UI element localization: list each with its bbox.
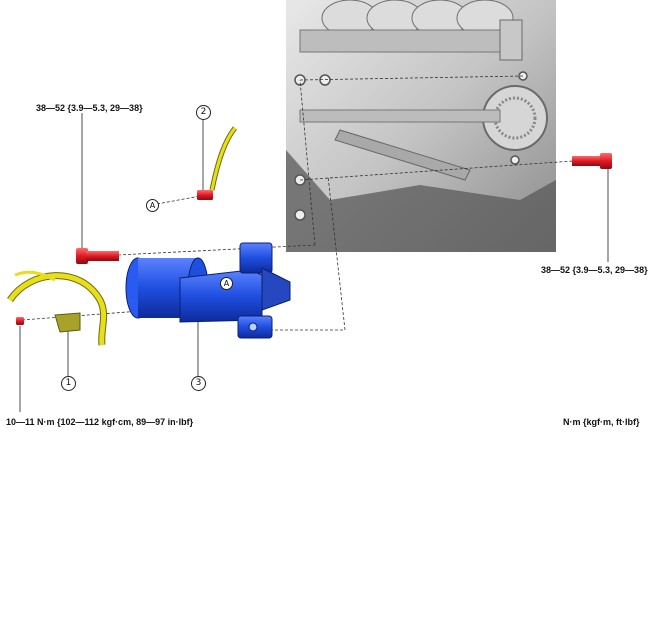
reference-a-starter: A — [220, 277, 233, 290]
callout-part-2: 2 — [196, 105, 211, 120]
alignment-lines — [21, 75, 574, 331]
engine-block — [286, 0, 556, 252]
callout-part-3: 3 — [191, 376, 206, 391]
torque-spec-right: 38—52 {3.9—5.3, 29—38} — [541, 265, 648, 275]
torque-units-note: N·m {kgf·m, ft·lbf} — [563, 417, 640, 427]
leader-lines — [19, 113, 609, 412]
torque-spec-lower-left: 10—11 N·m {102—112 kgf·cm, 89—97 in·lbf} — [6, 417, 194, 427]
wiring-harness-1 — [7, 270, 108, 346]
starter-bolt-right — [572, 153, 612, 169]
terminal-nut — [16, 317, 24, 325]
torque-spec-upper-left: 38—52 {3.9—5.3, 29—38} — [36, 103, 143, 113]
starter-bolt-upper-left — [76, 248, 119, 264]
battery-wire-2 — [197, 126, 237, 200]
starter-motor — [125, 242, 291, 339]
callout-part-1: 1 — [61, 376, 76, 391]
reference-a-upper: A — [146, 199, 159, 212]
